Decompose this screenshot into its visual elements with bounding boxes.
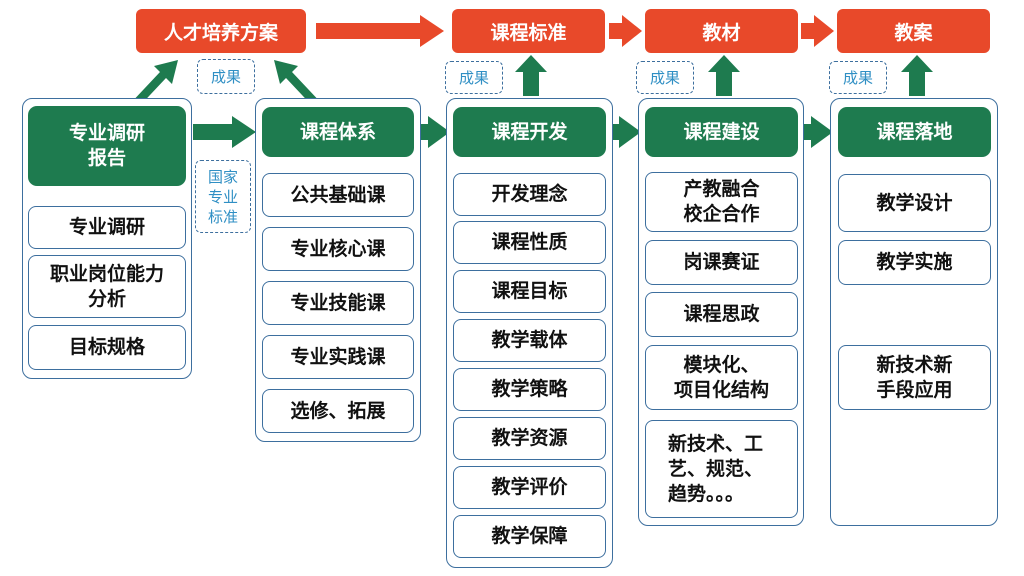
item-course-implementation-2: 教学实施 bbox=[838, 240, 991, 285]
item-course-construction-3: 课程思政 bbox=[645, 292, 798, 337]
item-course-development-8: 教学保障 bbox=[453, 515, 606, 558]
item-course-system-3: 专业技能课 bbox=[262, 281, 414, 325]
header-course-construction: 课程建设 bbox=[645, 107, 798, 157]
result-label-standard: 成果 bbox=[445, 61, 503, 94]
national-standard-label: 国家 专业 标准 bbox=[195, 160, 251, 233]
item-course-development-2: 课程性质 bbox=[453, 221, 606, 264]
arrow-development-to-construction bbox=[610, 116, 641, 148]
arrow-standard-to-textbook bbox=[609, 15, 642, 47]
result-label-lessonplan: 成果 bbox=[829, 61, 887, 94]
arrow-system-to-development bbox=[419, 116, 450, 148]
item-course-development-1: 开发理念 bbox=[453, 173, 606, 216]
talent-plan-box: 人才培养方案 bbox=[136, 9, 306, 53]
item-course-development-6: 教学资源 bbox=[453, 417, 606, 460]
item-course-construction-2: 岗课赛证 bbox=[645, 240, 798, 285]
header-course-development: 课程开发 bbox=[453, 107, 606, 157]
header-course-implementation: 课程落地 bbox=[838, 107, 991, 157]
item-course-system-1: 公共基础课 bbox=[262, 173, 414, 217]
course-standard-box: 课程标准 bbox=[452, 9, 605, 53]
item-major-research-3: 目标规格 bbox=[28, 325, 186, 370]
item-course-implementation-3: 新技术新 手段应用 bbox=[838, 345, 991, 410]
arrow-up-implementation bbox=[901, 55, 933, 96]
column-course-implementation bbox=[830, 98, 998, 526]
item-course-system-4: 专业实践课 bbox=[262, 335, 414, 379]
arrow-up-development bbox=[515, 55, 547, 96]
item-course-system-2: 专业核心课 bbox=[262, 227, 414, 271]
arrow-research-to-system bbox=[193, 116, 256, 148]
result-label-talent: 成果 bbox=[197, 59, 255, 94]
header-course-system: 课程体系 bbox=[262, 107, 414, 157]
item-course-system-5: 选修、拓展 bbox=[262, 389, 414, 433]
arrow-talent-to-standard bbox=[316, 15, 444, 47]
item-course-construction-5: 新技术、工 艺、规范、 趋势。。。 bbox=[645, 420, 798, 518]
lesson-plan-box: 教案 bbox=[837, 9, 990, 53]
item-course-development-3: 课程目标 bbox=[453, 270, 606, 313]
textbook-box: 教材 bbox=[645, 9, 798, 53]
item-major-research-2: 职业岗位能力 分析 bbox=[28, 255, 186, 318]
item-major-research-1: 专业调研 bbox=[28, 206, 186, 249]
result-label-textbook: 成果 bbox=[636, 61, 694, 94]
arrow-textbook-to-lessonplan bbox=[801, 15, 834, 47]
item-course-construction-1: 产教融合 校企合作 bbox=[645, 172, 798, 232]
arrow-up-construction bbox=[708, 55, 740, 96]
item-course-development-7: 教学评价 bbox=[453, 466, 606, 509]
item-course-development-4: 教学载体 bbox=[453, 319, 606, 362]
item-course-implementation-1: 教学设计 bbox=[838, 174, 991, 232]
item-course-construction-4: 模块化、 项目化结构 bbox=[645, 345, 798, 410]
header-major-research: 专业调研 报告 bbox=[28, 106, 186, 186]
item-course-development-5: 教学策略 bbox=[453, 368, 606, 411]
arrow-construction-to-implementation bbox=[802, 116, 833, 148]
